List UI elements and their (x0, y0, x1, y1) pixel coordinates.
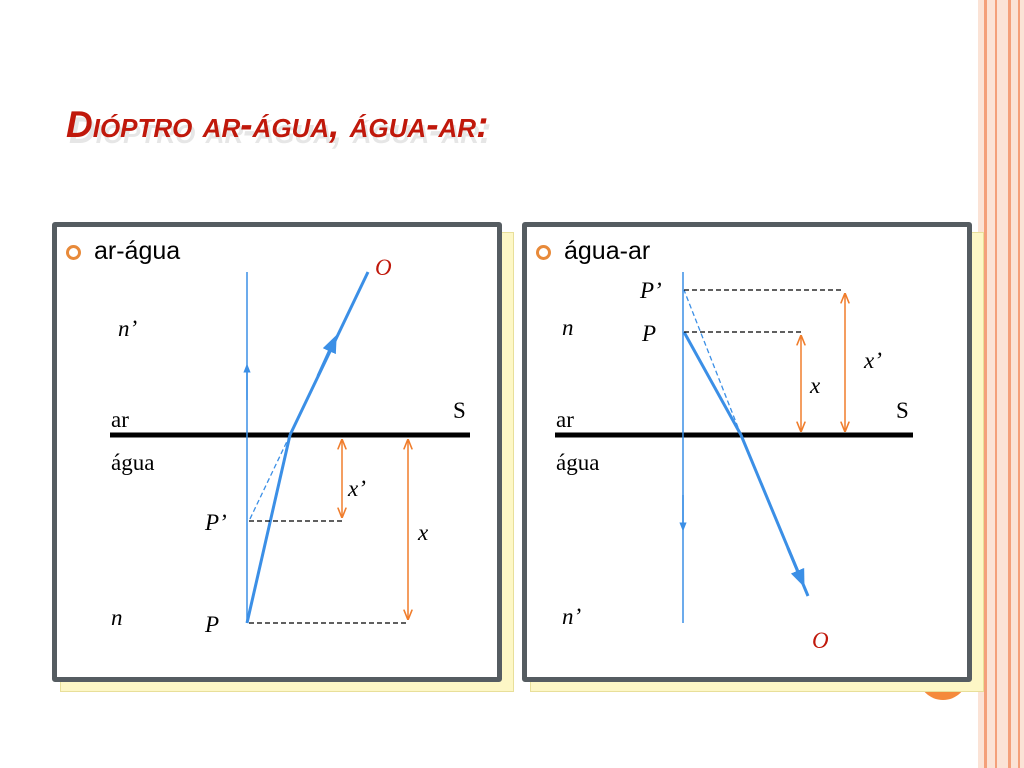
left-label-p: P (204, 612, 219, 637)
decor-stripe-4 (1018, 0, 1020, 768)
left-label-n-prime: n’ (118, 316, 137, 341)
left-label-p-prime: P’ (204, 510, 227, 535)
slide-title: Dióptro ar-água, água-ar: (66, 104, 489, 145)
right-label-x-prime: x’ (863, 348, 882, 373)
right-label-agua: água (556, 450, 599, 475)
right-label-n: n (562, 315, 574, 340)
left-label-ar: ar (111, 407, 129, 432)
left-diagram: O n’ S ar água x’ P’ x n P (110, 255, 470, 637)
left-ray-arrow (316, 334, 337, 377)
left-label-x: x (417, 520, 429, 545)
right-label-p-prime: P’ (639, 278, 662, 303)
left-label-n: n (111, 605, 123, 630)
right-label-p: P (641, 321, 656, 346)
right-label-x: x (809, 373, 821, 398)
decor-stripe-2 (995, 0, 997, 768)
left-ray-refracted (245, 434, 292, 624)
right-label-n-prime: n’ (562, 604, 581, 629)
right-label-ar: ar (556, 407, 574, 432)
right-ray-arrow (786, 547, 805, 588)
right-bullet-icon (536, 245, 551, 260)
left-panel-heading: ar-água (94, 237, 181, 265)
left-virtual-ray (248, 434, 291, 522)
right-virtual-ray (683, 289, 742, 436)
left-label-o: O (375, 255, 392, 280)
left-label-agua: água (111, 450, 154, 475)
decor-stripe-3 (1008, 0, 1011, 768)
right-ray-incident (682, 331, 743, 436)
left-bullet-icon (66, 245, 81, 260)
decor-stripe-1 (984, 0, 987, 768)
left-label-s: S (453, 398, 466, 423)
right-panel-heading: água-ar (564, 237, 651, 265)
right-label-o: O (812, 628, 829, 653)
left-label-x-prime: x’ (347, 476, 366, 501)
left-panel (52, 222, 502, 682)
right-label-s: S (896, 398, 909, 423)
right-diagram: P’ n P x’ x S ar água n’ O (555, 272, 913, 653)
